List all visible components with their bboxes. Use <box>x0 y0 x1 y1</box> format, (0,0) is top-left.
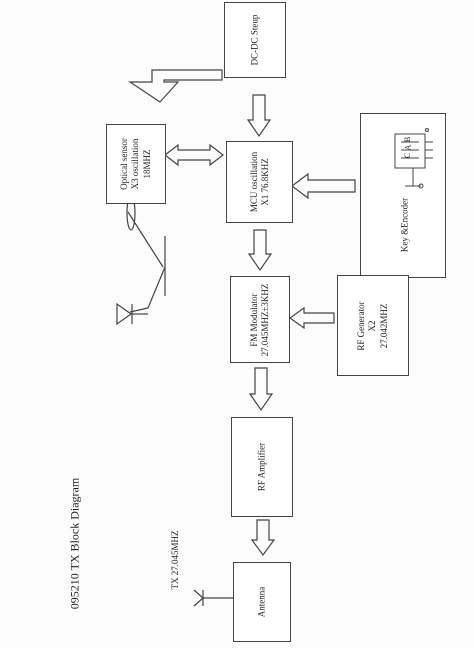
transistor-collector-lead <box>129 307 149 313</box>
antenna-label: Antenna <box>256 586 267 618</box>
optical-sensor-osc-label: X3 oscillation <box>130 138 141 190</box>
rf-generator-freq-label: 27.042MHZ <box>378 303 389 348</box>
transistor-collector-line <box>147 266 166 309</box>
optical-beam-line <box>127 211 164 268</box>
rf-generator-crystal-label: X2 <box>367 320 378 331</box>
arrow-fm-to-rfamp <box>248 367 274 412</box>
mcu-label: MCU oscillation <box>248 151 259 213</box>
antenna-icon <box>193 589 204 607</box>
dcdc-block: DC-DC Steup <box>224 2 286 78</box>
fm-modulator-label: FM Modulator <box>248 292 259 347</box>
dcdc-label: DC-DC Steup <box>249 14 260 66</box>
key-encoder-block: Key &Encoder B A C <box>360 113 446 278</box>
arrow-dcdc-to-optical <box>128 69 223 103</box>
key-encoder-label: Key &Encoder <box>399 197 410 252</box>
tx-frequency-label: TX 27.045MHZ <box>170 530 180 590</box>
rf-amplifier-label: RF Amplifier <box>256 442 267 492</box>
page-title: 095210 TX Block Diagram <box>67 477 82 610</box>
rf-generator-block: RF Generator X2 27.042MHZ <box>337 275 409 376</box>
switch-label-b: B <box>403 136 413 143</box>
mcu-freq-label: X1 76.8KHZ <box>259 158 270 206</box>
arrow-mcu-to-fm <box>247 229 273 272</box>
rf-amplifier-block: RF Amplifier <box>231 417 293 517</box>
rf-generator-label: RF Generator <box>356 300 367 351</box>
optical-sensor-label: Optical sensor <box>119 138 130 190</box>
arrow-dcdc-to-mcu <box>246 94 272 138</box>
encoder-switch-icon <box>394 128 433 189</box>
led-icon <box>116 302 133 326</box>
mcu-block: MCU oscillation X1 76.8KHZ <box>226 141 293 223</box>
arrow-rfgen-to-fm <box>288 306 335 330</box>
arrow-rfamp-to-antenna <box>250 519 276 557</box>
arrow-optical-mcu-bidirectional <box>164 143 224 167</box>
switch-label-a: A <box>403 144 413 151</box>
arrow-key-to-mcu <box>291 172 356 200</box>
antenna-block: Antenna <box>233 562 291 642</box>
optical-sensor-block: Optical sensor X3 oscillation 18MHZ <box>106 124 166 204</box>
fm-modulator-block: FM Modulator 27.045MHZ±3KHZ <box>230 276 290 363</box>
fm-modulator-freq-label: 27.045MHZ±3KHZ <box>260 283 270 356</box>
optical-sensor-freq-label: 18MHZ <box>141 149 152 179</box>
switch-label-c: C <box>403 152 413 159</box>
